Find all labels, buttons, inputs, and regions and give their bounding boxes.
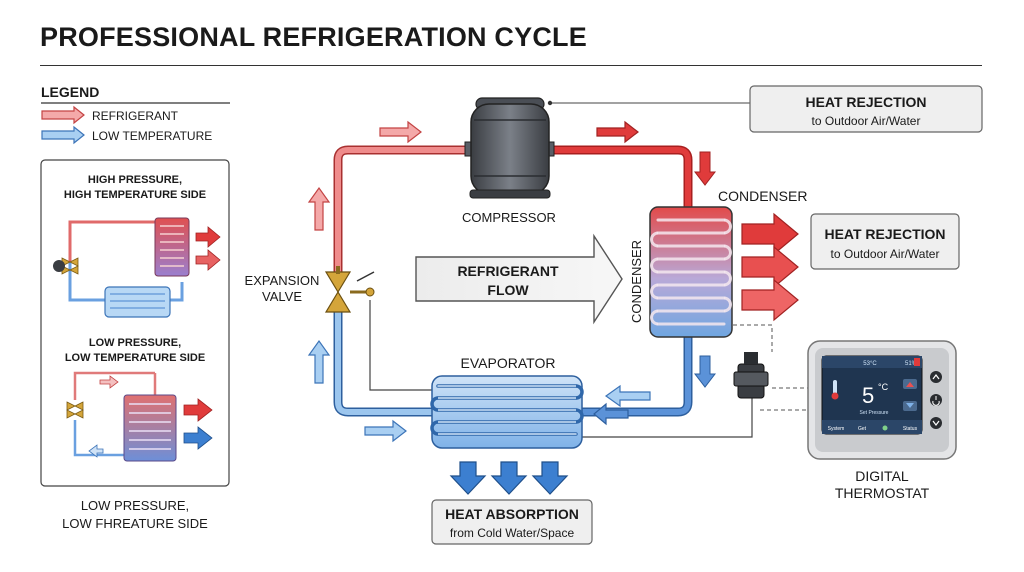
thermostat-set-text: Set Pressure bbox=[860, 410, 889, 416]
heat-absorption-arrow-icon bbox=[449, 461, 487, 495]
evaporator-label: EVAPORATOR bbox=[461, 355, 556, 371]
flow-arrow-icon bbox=[596, 120, 639, 144]
heat-rejection-arrows bbox=[741, 212, 799, 322]
compressor bbox=[464, 97, 555, 199]
heat-rejection-arrow-icon bbox=[741, 278, 799, 322]
evaporator bbox=[430, 375, 584, 449]
thermostat-unit: °C bbox=[878, 382, 889, 392]
tab-status[interactable]: Status bbox=[903, 426, 918, 432]
tab-system[interactable]: System bbox=[828, 426, 845, 432]
legend-refrigerant-label: REFRIGERANT bbox=[92, 109, 179, 123]
callout-title: HEAT REJECTION bbox=[805, 94, 926, 110]
flow-arrow-icon bbox=[693, 355, 717, 388]
flow-arrow-icon bbox=[604, 384, 651, 408]
heat-rejection-arrow-icon bbox=[741, 245, 799, 289]
refrigerant-flow-arrow: REFRIGERANT FLOW bbox=[415, 233, 623, 325]
mini-valve-icon bbox=[66, 401, 84, 419]
expansion-valve bbox=[324, 266, 375, 313]
legend-low-temperature-arrow-icon bbox=[41, 125, 85, 145]
flow-label-line1: REFRIGERANT bbox=[457, 263, 559, 279]
inset-panel: HIGH PRESSURE, HIGH TEMPERATURE SIDE LOW… bbox=[40, 159, 230, 487]
condenser-vertical-label: CONDENSER bbox=[629, 240, 644, 323]
mini-hot-arrow-icon bbox=[195, 226, 221, 248]
callout-subtitle: to Outdoor Air/Water bbox=[812, 114, 921, 128]
expansion-valve-label-line2: VALVE bbox=[262, 289, 302, 304]
callout-heat-rejection-top: HEAT REJECTION to Outdoor Air/Water bbox=[749, 85, 983, 133]
tab-get[interactable]: Get bbox=[858, 426, 867, 432]
flow-arrow-icon bbox=[364, 419, 407, 443]
flow-label-line2: FLOW bbox=[487, 282, 529, 298]
down-chevron-icon[interactable] bbox=[930, 417, 942, 429]
legend-heading: LEGEND bbox=[41, 84, 99, 100]
legend-low-temperature-label: LOW TEMPERATURE bbox=[92, 129, 212, 143]
inset-low-side-line2: LOW TEMPERATURE SIDE bbox=[65, 352, 205, 364]
inset-high-side-line1: HIGH PRESSURE, bbox=[88, 174, 182, 186]
thermometer-icon bbox=[833, 380, 837, 394]
callout-title: HEAT ABSORPTION bbox=[445, 506, 579, 522]
callout-title: HEAT REJECTION bbox=[824, 226, 945, 242]
direction-arrows bbox=[307, 120, 717, 443]
legend-refrigerant-arrow-icon bbox=[41, 105, 85, 125]
callout-subtitle: to Outdoor Air/Water bbox=[831, 247, 940, 261]
gear-icon[interactable] bbox=[882, 425, 888, 431]
page-title: PROFESSIONAL REFRIGERATION CYCLE bbox=[40, 22, 587, 52]
thermostat-temperature: 5 bbox=[862, 383, 874, 408]
mini-flow-arrow-icon bbox=[99, 375, 119, 389]
status-left: 53°C bbox=[863, 361, 877, 367]
flow-arrow-icon bbox=[307, 339, 331, 384]
legend: LEGEND REFRIGERANT LOW TEMPERATURE bbox=[41, 84, 230, 145]
inset-low-side-line1: LOW PRESSURE, bbox=[89, 337, 181, 349]
mini-cold-arrow-icon bbox=[183, 426, 213, 450]
inset-high-side-line2: HIGH TEMPERATURE SIDE bbox=[64, 189, 206, 201]
mini-high-side-circuit bbox=[53, 217, 221, 318]
mini-hot-arrow-icon bbox=[195, 249, 221, 271]
flow-arrow-icon bbox=[379, 120, 422, 144]
footer-caption-line2: LOW FHREATURE SIDE bbox=[62, 516, 208, 531]
heat-absorption-arrow-icon bbox=[490, 461, 528, 495]
condenser-label: CONDENSER bbox=[718, 188, 807, 204]
mini-hot-arrow-icon bbox=[183, 398, 213, 422]
mini-low-side-circuit bbox=[66, 371, 213, 462]
flow-arrow-icon bbox=[307, 186, 331, 231]
title-divider bbox=[40, 65, 982, 66]
pressure-sensor bbox=[733, 352, 769, 399]
flow-arrow-icon bbox=[593, 402, 629, 426]
callout-heat-rejection-right: HEAT REJECTION to Outdoor Air/Water bbox=[810, 213, 960, 270]
callout-heat-absorption: HEAT ABSORPTION from Cold Water/Space bbox=[431, 499, 593, 545]
thermostat-label-line1: DIGITAL bbox=[855, 468, 909, 484]
heat-rejection-arrow-icon bbox=[741, 212, 799, 256]
mini-flow-arrow-icon bbox=[88, 444, 104, 458]
heat-absorption-arrow-icon bbox=[531, 461, 569, 495]
thermostat-label-line2: THERMOSTAT bbox=[835, 485, 930, 501]
heat-absorption-arrows bbox=[449, 461, 569, 495]
callout-subtitle: from Cold Water/Space bbox=[450, 526, 575, 540]
status-right: 51% bbox=[905, 361, 918, 367]
expansion-valve-label-line1: EXPANSION bbox=[245, 273, 320, 288]
refrigerant-pipes bbox=[333, 100, 808, 438]
up-chevron-icon[interactable] bbox=[930, 371, 942, 383]
condenser bbox=[649, 206, 733, 338]
compressor-label: COMPRESSOR bbox=[462, 210, 556, 225]
footer-caption-line1: LOW PRESSURE, bbox=[81, 498, 189, 513]
flow-arrow-icon bbox=[693, 151, 717, 186]
mini-knob-icon bbox=[53, 260, 65, 272]
digital-thermostat: 53°C 51% 5 °C Set Pressure System Get St… bbox=[807, 340, 957, 460]
